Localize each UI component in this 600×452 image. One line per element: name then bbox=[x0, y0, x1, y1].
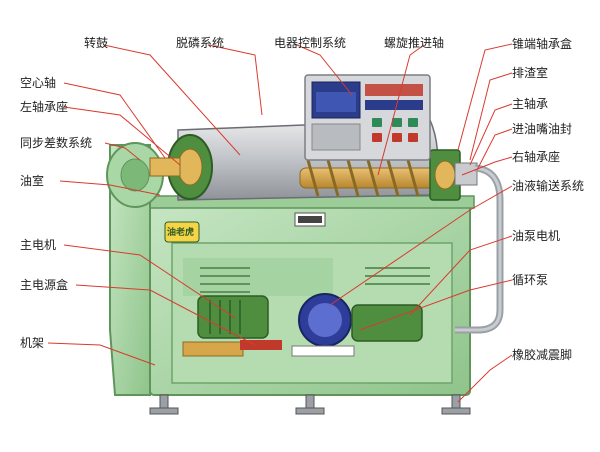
label-left-bearing-seat: 左轴承座 bbox=[20, 100, 69, 114]
label-machine-frame: 机架 bbox=[20, 336, 45, 350]
label-oil-delivery-system: 油液输送系统 bbox=[512, 179, 585, 193]
right-bearing-housing bbox=[429, 149, 478, 201]
brand-logo-text: 油老虎 bbox=[167, 228, 195, 238]
label-cone-bearing-box: 锥端轴承盒 bbox=[512, 37, 573, 51]
callout-lines bbox=[47, 43, 513, 403]
label-main-power-box: 主电源盒 bbox=[20, 278, 69, 292]
left-housing bbox=[106, 142, 164, 396]
label-main-motor: 主电机 bbox=[20, 238, 57, 252]
label-hollow-shaft: 空心轴 bbox=[20, 76, 57, 90]
label-circulating-pump: 循环泵 bbox=[512, 273, 549, 287]
label-slag-chamber: 排渣室 bbox=[512, 66, 549, 80]
label-dephosphorization-system: 脱磷系统 bbox=[176, 36, 225, 50]
label-rubber-damping-feet: 橡胶减震脚 bbox=[512, 348, 573, 362]
label-sync-differential-system: 同步差数系统 bbox=[20, 136, 93, 150]
main-power-box bbox=[182, 340, 282, 357]
rubber-feet bbox=[149, 394, 471, 415]
label-electrical-control-system: 电器控制系统 bbox=[274, 36, 347, 50]
label-oil-chamber: 油室 bbox=[20, 174, 45, 188]
screw-conveyor bbox=[299, 159, 436, 197]
label-inlet-nozzle-seal: 进油嘴油封 bbox=[512, 122, 573, 136]
label-right-bearing-seat: 右轴承座 bbox=[512, 150, 561, 164]
control-panel bbox=[304, 74, 431, 161]
label-drum: 转鼓 bbox=[84, 36, 109, 50]
brand-logo bbox=[164, 221, 200, 243]
label-main-bearing: 主轴承 bbox=[512, 97, 549, 111]
label-oil-pump-motor: 油泵电机 bbox=[512, 229, 561, 243]
label-screw-propulsion-shaft: 螺旋推进轴 bbox=[384, 36, 445, 50]
